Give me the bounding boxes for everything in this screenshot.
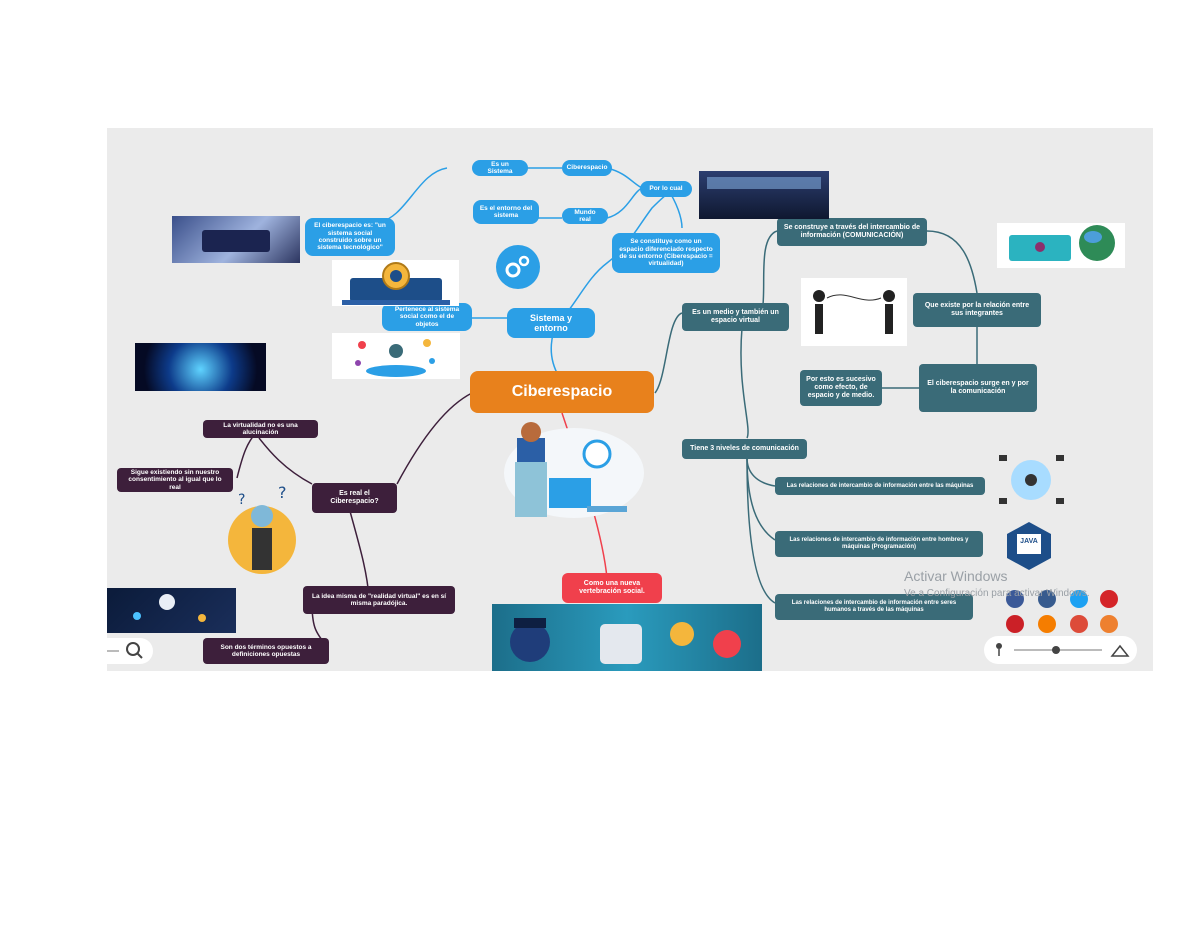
node-medio-espacio[interactable]: Es un medio y también un espacio virtual xyxy=(682,303,789,331)
confused-person-image: ? ? xyxy=(226,482,301,578)
node-por-esto[interactable]: Por esto es sucesivo como efecto, de esp… xyxy=(800,370,882,406)
node-es-un-sistema[interactable]: Es un Sistema xyxy=(472,160,528,176)
network-diagram-image xyxy=(994,450,1069,510)
node-nivel-1[interactable]: Las relaciones de intercambio de informa… xyxy=(775,477,985,495)
twitter-icon xyxy=(1070,590,1088,608)
node-idea[interactable]: La idea misma de "realidad virtual" es e… xyxy=(303,586,455,614)
rss-icon xyxy=(1100,615,1118,633)
cyber-face-image xyxy=(135,343,266,391)
user-computer-illustration xyxy=(479,418,644,523)
node-sistema-entorno[interactable]: Sistema y entorno xyxy=(507,308,595,338)
node-dos-terminos[interactable]: Son dos términos opuestos a definiciones… xyxy=(203,638,329,664)
hackers-image xyxy=(172,216,300,263)
node-construye[interactable]: Se construye a través del intercambio de… xyxy=(777,218,927,246)
node-sigue[interactable]: Sigue existiendo sin nuestro consentimie… xyxy=(117,468,233,492)
java-icon: JAVA xyxy=(1005,520,1053,572)
social-person-image xyxy=(332,333,460,379)
devices-cloud-image xyxy=(107,588,236,633)
video-call-image xyxy=(997,223,1125,268)
node-relacion[interactable]: Que existe por la relación entre sus int… xyxy=(913,293,1041,327)
svg-text:?: ? xyxy=(278,483,287,502)
instagram-icon xyxy=(1038,590,1056,608)
node-mundo-real[interactable]: Mundo real xyxy=(562,208,608,224)
google-plus-icon xyxy=(1070,615,1088,633)
node-niveles[interactable]: Tiene 3 niveles de comunicación xyxy=(682,439,807,459)
watermark-subtitle: Ve a Configuración para activar Windows. xyxy=(904,588,1090,599)
node-vertebracion[interactable]: Como una nueva vertebración social. xyxy=(562,573,662,603)
node-es-real[interactable]: Es real el Ciberespacio? xyxy=(312,483,397,513)
facebook-icon xyxy=(1006,590,1024,608)
network-laptop-image xyxy=(332,260,459,306)
pinterest-icon xyxy=(1006,615,1024,633)
node-nivel-2[interactable]: Las relaciones de intercambio de informa… xyxy=(775,531,983,557)
node-sistema-social[interactable]: El ciberespacio es: "un sistema social c… xyxy=(305,218,395,256)
node-se-constituye[interactable]: Se constituye como un espacio diferencia… xyxy=(612,233,720,273)
mountain-icon xyxy=(1110,644,1130,657)
zoom-slider[interactable] xyxy=(984,636,1137,664)
svg-text:?: ? xyxy=(238,492,245,508)
youtube-icon xyxy=(1100,590,1118,608)
social-icons-group xyxy=(1005,590,1145,635)
cyber-police-image xyxy=(492,604,762,671)
person-icon xyxy=(996,643,1002,649)
tin-can-phone-image xyxy=(801,278,907,346)
control-room-image xyxy=(699,171,829,219)
node-por-lo-cual[interactable]: Por lo cual xyxy=(640,181,692,197)
node-virtualidad[interactable]: La virtualidad no es una alucinación xyxy=(203,420,318,438)
java-label: JAVA xyxy=(1020,538,1038,545)
blogger-icon xyxy=(1038,615,1056,633)
node-ciberespacio-sub[interactable]: Ciberespacio xyxy=(562,160,612,176)
gear-icon xyxy=(495,244,541,290)
node-surge[interactable]: El ciberespacio surge en y por la comuni… xyxy=(919,364,1037,412)
watermark-title: Activar Windows xyxy=(904,568,1008,584)
zoom-in-icon xyxy=(126,642,140,656)
node-nivel-3[interactable]: Las relaciones de intercambio de informa… xyxy=(775,594,973,620)
node-pertenece[interactable]: Pertenece al sistema social como el de o… xyxy=(382,303,472,331)
node-es-el-entorno[interactable]: Es el entorno del sistema xyxy=(473,200,539,224)
zoom-control-left[interactable] xyxy=(107,638,153,664)
central-node[interactable]: Ciberespacio xyxy=(470,371,654,413)
mind-map-canvas: Ciberespacio Sistema y entorno Es un Sis… xyxy=(107,128,1153,671)
